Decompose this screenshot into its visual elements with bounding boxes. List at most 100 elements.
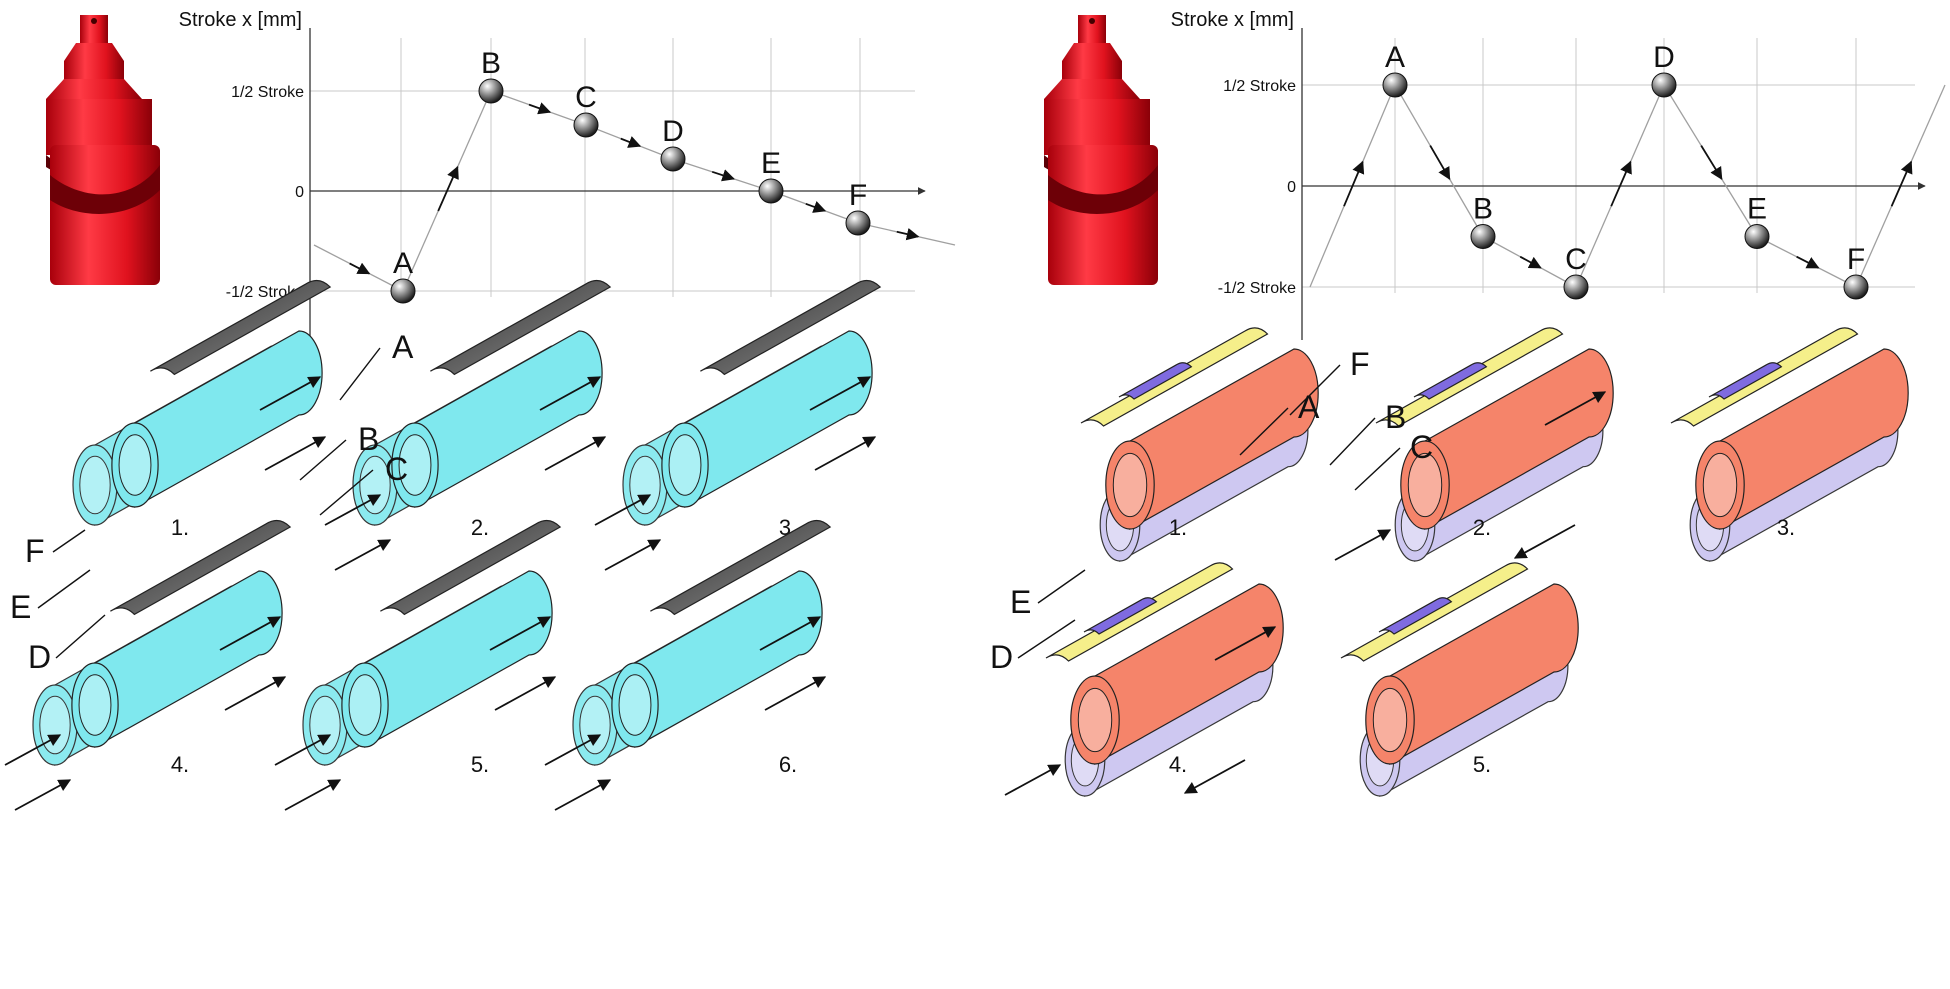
left-step-6-outer-sleeve-bore xyxy=(579,695,611,755)
right-part-label-f: F xyxy=(1350,346,1370,382)
left-step-4-outer-sleeve-bore xyxy=(39,695,71,755)
left-motion-arrow-4 xyxy=(711,169,735,182)
left-point-label-d: D xyxy=(662,115,684,148)
left-step-5-arrow-input-1 xyxy=(274,734,332,766)
right-step-2-arrow-input xyxy=(1334,529,1392,561)
left-step-2-inner-sleeve-body xyxy=(414,330,603,509)
left-step-3-outer-sleeve-bore xyxy=(629,455,661,515)
left-step-1-arrow-upper xyxy=(259,376,322,411)
left-point-label-a: A xyxy=(393,247,413,280)
right-step-4-arrow-input xyxy=(1004,764,1062,796)
left-step-5-arrow-lower xyxy=(494,676,557,711)
left-step-3-arrow-upper xyxy=(809,376,872,411)
right-step-1-violet-key xyxy=(1118,362,1193,400)
right-step-4-label: 4. xyxy=(1169,752,1187,777)
left-motion-arrow-2 xyxy=(528,102,552,115)
left-step-1-inner-sleeve xyxy=(111,330,323,509)
right-step-2-salmon-cylinder-bore xyxy=(1407,452,1443,518)
right-step-1-label: 1. xyxy=(1169,515,1187,540)
right-step-4-arrow-upper xyxy=(1214,626,1277,661)
right-motion-arrow-2 xyxy=(1519,255,1542,269)
right-step-2-assembly xyxy=(1334,327,1614,563)
right-step-2-violet-key xyxy=(1413,362,1488,400)
right-motion-arrow-0 xyxy=(1343,160,1365,207)
right-callout-line-e xyxy=(1037,569,1086,604)
left-part-label-c: C xyxy=(385,451,408,487)
left-callout-line-b xyxy=(299,439,347,481)
right-step-5-salmon-cylinder xyxy=(1365,583,1579,766)
left-point-d xyxy=(660,146,686,172)
left-y-tick-label-1: 0 xyxy=(295,184,304,201)
right-part-label-a: A xyxy=(1298,389,1320,425)
left-callout-line-a xyxy=(339,347,381,401)
right-callout-line-a xyxy=(1239,407,1289,456)
left-motion-arrow-5 xyxy=(805,201,827,213)
left-step-6-label: 6. xyxy=(779,752,797,777)
left-step-2-inner-sleeve-bore xyxy=(398,434,432,496)
left-step-1-inner-sleeve-bore xyxy=(118,434,152,496)
left-step-5-inner-sleeve xyxy=(341,570,553,749)
right-step-4-arrow-lower xyxy=(1183,759,1246,794)
right-part-label-c: C xyxy=(1410,429,1433,465)
right-step-5-salmon-cylinder-bore xyxy=(1372,687,1408,753)
left-motion-arrow-3 xyxy=(620,136,642,148)
left-step-2-inner-sleeve xyxy=(391,330,603,509)
left-step-4-inner-sleeve xyxy=(71,570,283,749)
right-step-4-assembly xyxy=(1004,562,1284,798)
right-step-2-salmon-cylinder-body xyxy=(1424,348,1614,531)
left-step-2-label: 2. xyxy=(471,515,489,540)
right-motion-arrow-4 xyxy=(1700,145,1723,181)
left-part-label-f: F xyxy=(25,533,45,569)
left-step-2-arrow-input-1 xyxy=(324,494,382,526)
left-step-6-arrow-input-2 xyxy=(554,779,612,811)
right-callout-line-b xyxy=(1329,417,1376,466)
left-step-4-arrow-lower xyxy=(224,676,287,711)
right-point-c xyxy=(1563,274,1589,300)
left-step-6-inner-sleeve-bore xyxy=(618,674,652,736)
left-step-5-arrow-input-2 xyxy=(284,779,342,811)
left-step-6-arrow-upper xyxy=(759,616,822,651)
left-step-6-dark-segment xyxy=(650,519,832,616)
left-point-label-e: E xyxy=(761,147,781,180)
left-step-5-inner-sleeve-body xyxy=(364,570,553,749)
left-step-4-arrow-upper xyxy=(219,616,282,651)
left-step-4-assembly xyxy=(4,519,292,811)
right-point-a xyxy=(1382,72,1408,98)
left-step-3-dark-segment xyxy=(700,279,882,376)
left-step-2-arrow-lower xyxy=(544,436,607,471)
left-point-label-f: F xyxy=(849,179,867,212)
right-step-3-assembly xyxy=(1670,327,1909,563)
right-y-axis-label: Stroke x [mm] xyxy=(1171,9,1294,31)
left-step-3-inner-sleeve-body xyxy=(684,330,873,509)
right-point-e xyxy=(1744,224,1770,249)
left-callout-line-d xyxy=(55,614,106,659)
left-callout-line-f xyxy=(52,529,86,553)
right-step-2-salmon-cylinder xyxy=(1400,348,1614,531)
left-step-2-arrow-upper xyxy=(539,376,602,411)
left-step-5-outer-sleeve-bore xyxy=(309,695,341,755)
right-point-d xyxy=(1651,72,1677,98)
right-callout-line-f xyxy=(1289,364,1341,416)
right-point-b xyxy=(1470,224,1496,249)
left-point-c xyxy=(573,112,599,138)
right-step-4-violet-key xyxy=(1083,597,1158,635)
left-step-1-label: 1. xyxy=(171,515,189,540)
left-point-label-b: B xyxy=(481,47,501,80)
right-step-3-salmon-cylinder xyxy=(1695,348,1909,531)
left-step-6-arrow-input-1 xyxy=(544,734,602,766)
left-callout-line-c xyxy=(319,469,374,516)
right-step-3-salmon-cylinder-body xyxy=(1719,348,1909,531)
right-callout-line-d xyxy=(1017,619,1076,659)
left-step-4-dark-segment xyxy=(110,519,292,616)
right-motion-arrow-5 xyxy=(1796,255,1820,269)
right-part-label-d: D xyxy=(990,639,1013,675)
right-point-label-d: D xyxy=(1653,41,1675,74)
left-motion-arrow-1 xyxy=(437,165,459,212)
right-part-label-e: E xyxy=(1010,584,1031,620)
left-point-e xyxy=(758,178,784,204)
left-step-5-assembly xyxy=(274,519,562,811)
left-part-label-b: B xyxy=(358,421,379,457)
right-step-4-salmon-cylinder xyxy=(1070,583,1284,766)
left-step-5-arrow-upper xyxy=(489,616,552,651)
left-part-label-a: A xyxy=(392,329,414,365)
